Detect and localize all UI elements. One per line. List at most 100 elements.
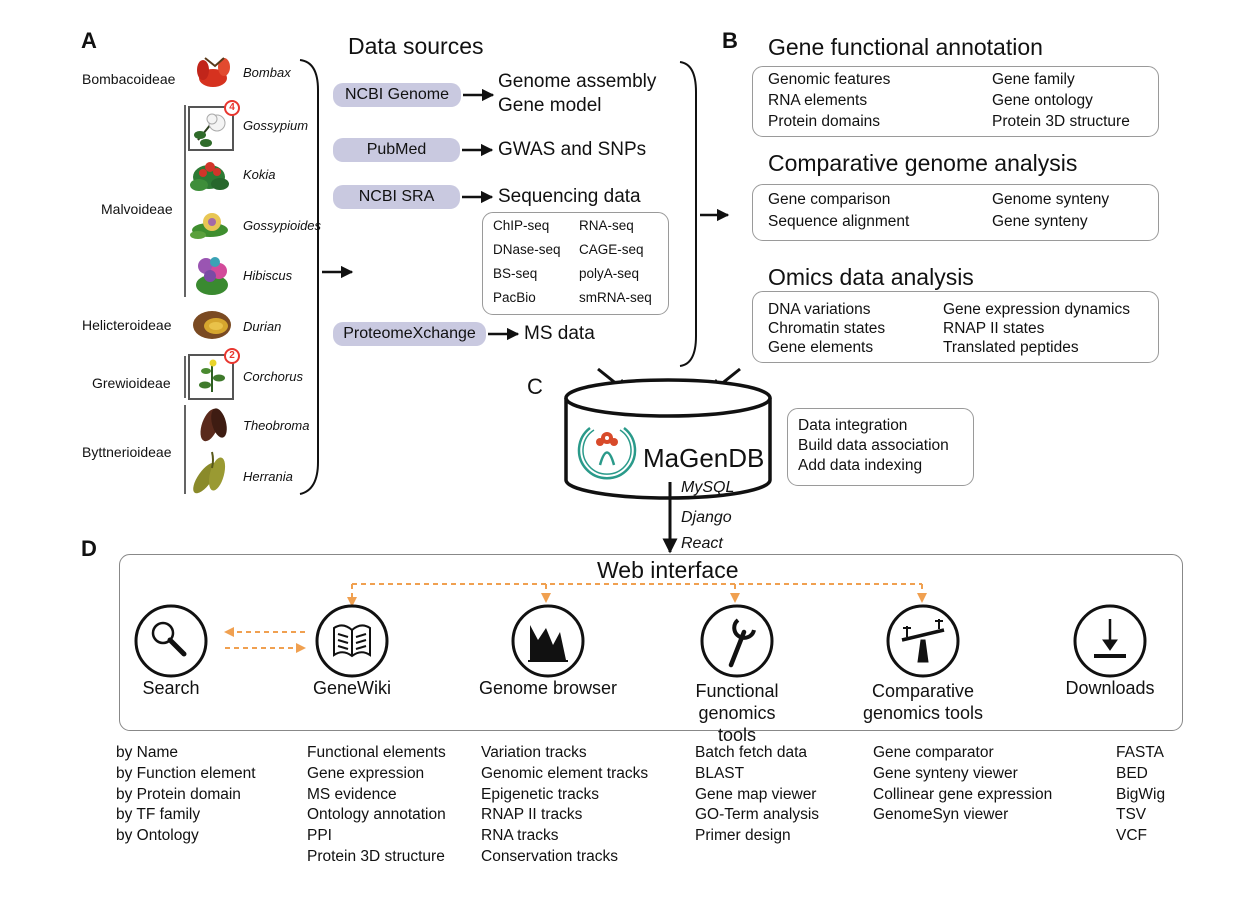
pill-pubmed: PubMed (333, 138, 460, 162)
list-item: FASTA (1116, 744, 1164, 761)
oda-item: DNA variations (768, 301, 871, 318)
list-item: Gene map viewer (695, 785, 817, 803)
list-item: by Name (116, 744, 179, 761)
pill-ncbi-genome: NCBI Genome (333, 83, 461, 107)
panel-label-c: C (527, 374, 543, 399)
wrench-icon (728, 618, 756, 668)
omics-data-analysis-title: Omics data analysis (768, 264, 974, 290)
corchorus-plant-icon (199, 359, 225, 392)
downloads-circle (1073, 604, 1147, 678)
gene-functional-annotation-box: Genomic features Gene family RNA element… (752, 66, 1159, 137)
cga-item: Sequence alignment (768, 213, 910, 230)
magnifier-icon (151, 621, 187, 657)
module-downloads[interactable]: Downloads (1065, 678, 1155, 698)
clade-helicteroideae: Helicteroideae (82, 317, 172, 333)
browser-chart-icon (528, 625, 568, 662)
genus-corchorus: Corchorus (243, 369, 303, 384)
functional-features: Batch fetch data BLAST Gene map viewer G… (695, 743, 819, 847)
oda-item: Gene expression dynamics (943, 301, 1130, 318)
genus-gossypium: Gossypium (243, 118, 309, 133)
open-book-icon (333, 624, 371, 658)
database-cylinder (564, 378, 772, 500)
data-sources-title: Data sources (348, 33, 484, 59)
gossypium-highlight-box (188, 106, 234, 151)
panel-label-a: A (81, 28, 97, 53)
db-processing-item: Add data indexing (798, 457, 923, 474)
module-functional-label: Functional genomics tools (695, 681, 779, 745)
list-item: Collinear gene expression (873, 785, 1053, 803)
module-genewiki[interactable]: GeneWiki (312, 678, 392, 698)
list-item: TSV (1116, 806, 1147, 824)
list-item: RNA tracks (481, 827, 559, 845)
search-features: by Name by Function element by Protein d… (116, 743, 256, 847)
oda-item: RNAP II states (943, 320, 1045, 337)
herrania-pod-icon (193, 451, 226, 494)
cga-item: Gene comparison (768, 191, 891, 208)
module-functional-genomics[interactable]: Functional genomics tools (657, 680, 817, 746)
genome-browser-features: Variation tracks Genomic element tracks … (481, 743, 648, 868)
sources-brace (679, 61, 697, 367)
genus-theobroma: Theobroma (243, 418, 310, 433)
durian-fruit-icon (193, 311, 231, 339)
clade-bombacoideae: Bombacoideae (82, 71, 176, 87)
functional-circle (700, 604, 774, 678)
module-search[interactable]: Search (142, 678, 200, 698)
list-item: GO-Term analysis (695, 806, 820, 824)
genus-durian: Durian (243, 319, 282, 334)
oda-item: Gene elements (768, 339, 874, 356)
genus-gossypioides: Gossypioides (243, 218, 322, 233)
genus-bombax: Bombax (243, 65, 291, 80)
db-processing-item: Build data association (798, 437, 949, 454)
seq-pacbio: PacBio (493, 290, 536, 305)
seq-chip-seq: ChIP-seq (493, 218, 550, 233)
list-item: Batch fetch data (695, 744, 808, 761)
oda-item: Chromatin states (768, 320, 886, 337)
cga-item: Gene synteny (992, 213, 1088, 230)
output-gene-model: Gene model (498, 95, 602, 116)
cga-item: Genome synteny (992, 191, 1110, 208)
comparative-features: Gene comparator Gene synteny viewer Coll… (873, 743, 1052, 826)
bombax-flower-icon (197, 57, 230, 87)
corchorus-highlight-box (188, 354, 234, 400)
hibiscus-flower-icon (196, 257, 228, 295)
list-item: Primer design (695, 827, 791, 845)
oda-item: Translated peptides (943, 339, 1079, 356)
gfa-item: Gene ontology (992, 92, 1093, 109)
comparative-genome-analysis-title: Comparative genome analysis (768, 150, 1078, 176)
comparative-circle (886, 604, 960, 678)
omics-data-analysis-box: DNA variations Gene expression dynamics … (752, 291, 1159, 363)
sequencing-types-box: ChIP-seq RNA-seq DNase-seq CAGE-seq BS-s… (482, 212, 669, 315)
seq-cage-seq: CAGE-seq (579, 242, 644, 257)
download-icon (1094, 619, 1126, 658)
module-genome-browser[interactable]: Genome browser (478, 678, 618, 698)
list-item: Functional elements (307, 744, 446, 761)
list-item: by Function element (116, 764, 256, 782)
database-name: MaGenDB (643, 443, 765, 473)
corchorus-badge: 2 (229, 350, 235, 361)
genus-kokia: Kokia (243, 167, 276, 182)
seq-dnase-seq: DNase-seq (493, 242, 561, 257)
gfa-item: Protein 3D structure (992, 113, 1130, 130)
list-item: GenomeSyn viewer (873, 806, 1009, 824)
list-item: BLAST (695, 764, 745, 782)
module-comparative-label: Comparative genomics tools (862, 681, 984, 723)
list-item: BED (1116, 764, 1148, 782)
gfa-item: Protein domains (768, 113, 881, 130)
db-processing-box: Data integration Build data association … (787, 408, 974, 486)
list-item: Genomic element tracks (481, 764, 649, 782)
gossypium-badge-circle (224, 100, 240, 116)
gfa-item: RNA elements (768, 92, 868, 109)
module-comparative-genomics[interactable]: Comparative genomics tools (838, 680, 1008, 724)
list-item: by TF family (116, 806, 201, 824)
seq-polya-seq: polyA-seq (579, 266, 640, 281)
list-item: BigWig (1116, 785, 1166, 803)
gossypioides-flower-icon (190, 213, 228, 239)
search-circle (134, 604, 208, 678)
source-arrows (462, 88, 520, 341)
gossypium-badge: 4 (229, 102, 235, 113)
list-item: by Protein domain (116, 785, 241, 803)
gossypium-plant-icon (194, 113, 226, 147)
list-item: Protein 3D structure (307, 847, 445, 865)
theobroma-pod-icon (200, 408, 227, 442)
